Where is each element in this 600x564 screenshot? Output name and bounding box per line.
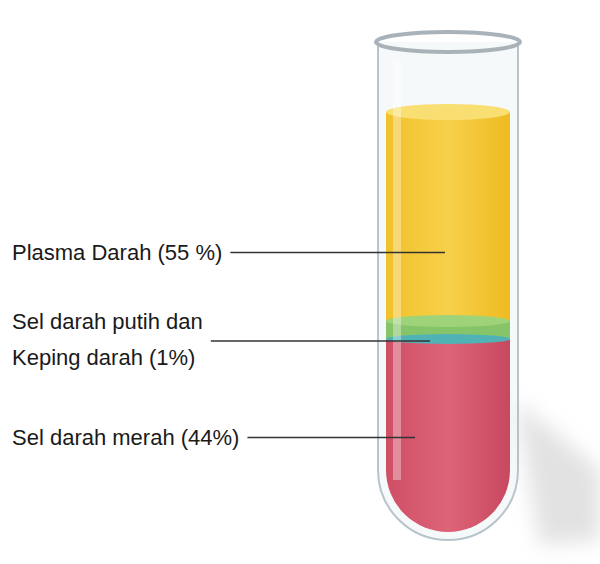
leader-line [230, 252, 445, 254]
buffy-coat-top [386, 315, 510, 327]
layer-label: Sel darah merah (44%) [12, 423, 239, 453]
tube-glass [378, 42, 518, 540]
tube-shadow [515, 400, 600, 545]
glass-highlight [393, 60, 401, 480]
layer-label: Sel darah putih dan Keping darah (1%) [12, 304, 252, 376]
leader-line [211, 340, 430, 342]
leader-line [247, 437, 415, 439]
layer-label: Plasma Darah (55 %) [12, 238, 222, 268]
red-cell-layer [386, 340, 510, 532]
buffy-coat-bottom [386, 334, 510, 344]
plasma-layer [386, 112, 510, 324]
plasma-surface [386, 104, 510, 120]
tube-rim [376, 32, 520, 52]
